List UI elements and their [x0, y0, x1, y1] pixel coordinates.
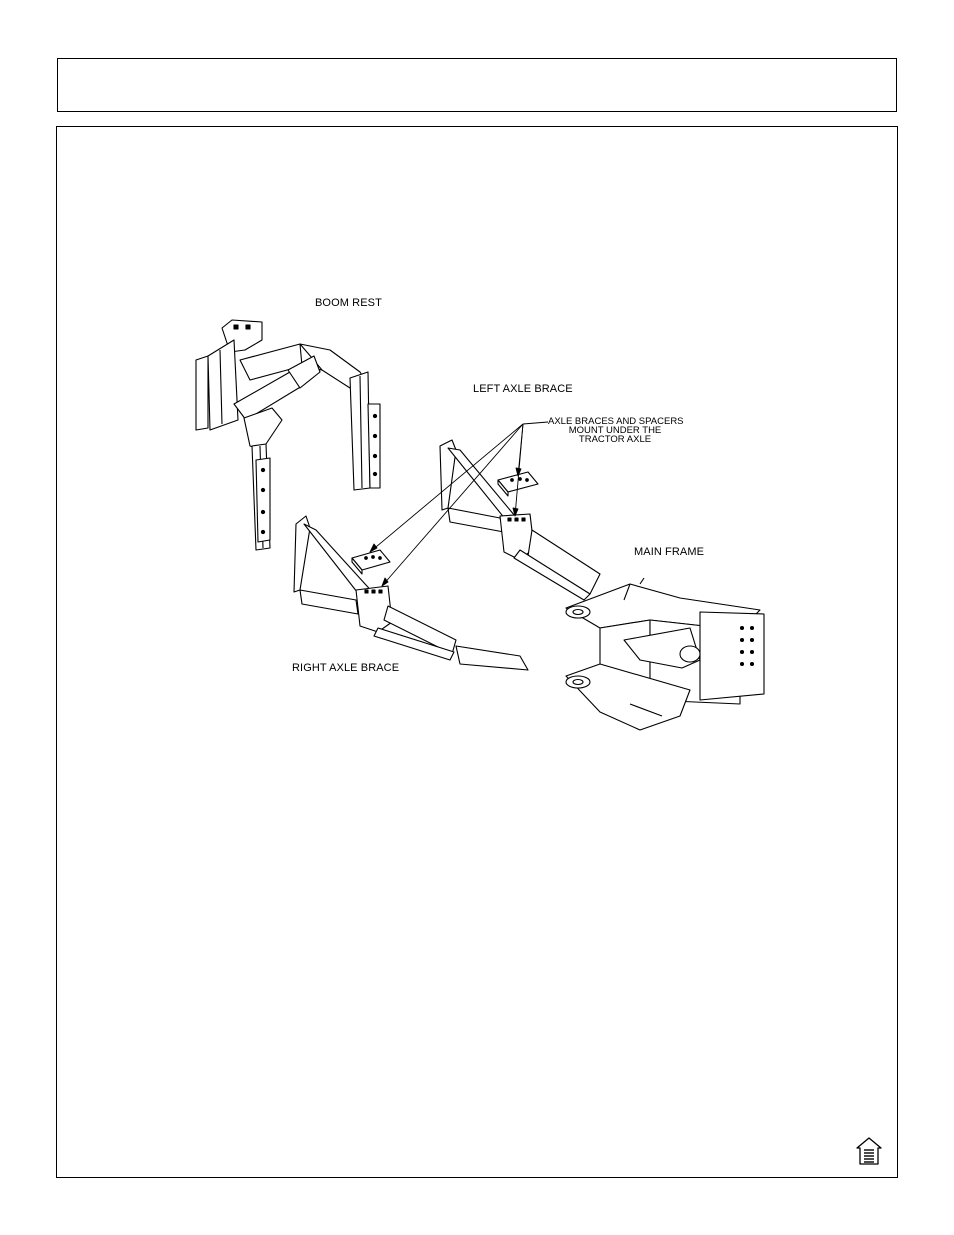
main-frame-drawing [565, 577, 765, 731]
header-box [57, 58, 897, 112]
axle-callout: AXLE BRACES AND SPACERS MOUNT UNDER THE … [548, 416, 684, 445]
axle-callout-line3: TRACTOR AXLE [578, 434, 652, 445]
content-box [56, 126, 898, 1178]
right-axle-brace-label: RIGHT AXLE BRACE [292, 662, 400, 674]
boom-rest-label: BOOM REST [315, 297, 382, 309]
parts-diagram [195, 319, 765, 731]
callout-leaders [369, 421, 549, 587]
left-axle-brace-label: LEFT AXLE BRACE [473, 383, 573, 395]
axle-callout-line1: AXLE BRACES AND SPACERS [548, 416, 684, 427]
home-icon[interactable] [855, 1136, 883, 1166]
axle-callout-line2: MOUNT UNDER THE [568, 425, 662, 436]
left-axle-brace-drawing [439, 439, 601, 601]
main-frame-label: MAIN FRAME [634, 546, 705, 558]
right-axle-brace-drawing [293, 515, 529, 671]
boom-rest-drawing [195, 319, 381, 551]
